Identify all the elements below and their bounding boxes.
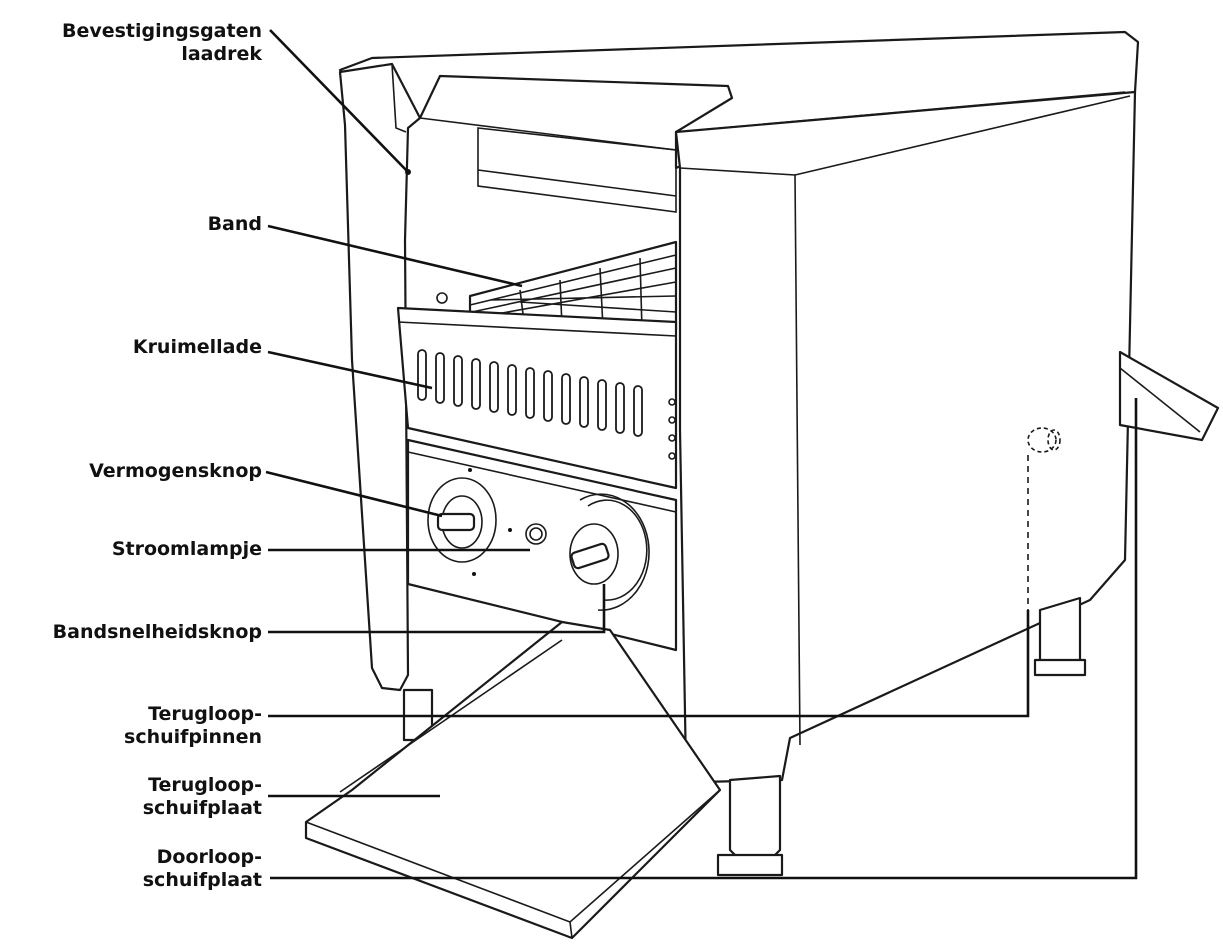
leader-terugloop-pinnen — [268, 610, 1030, 718]
leader-doorloop-plaat — [270, 398, 1138, 880]
label-terugloop-plaat-line1: Terugloop- — [148, 774, 262, 796]
leader-bandsnelheidsknop — [268, 584, 606, 634]
power-knob — [427, 468, 512, 576]
label-doorloop-plaat-line1: Doorloop- — [156, 846, 262, 868]
label-vermogensknop: Vermogensknop — [89, 460, 262, 482]
return-slide-pin — [1027, 427, 1061, 610]
belt-speed-knob — [569, 493, 650, 611]
label-terugloop-plaat: Terugloop- schuifplaat — [20, 774, 262, 820]
toaster-top-opening — [477, 127, 677, 213]
label-terugloop-pinnen: Terugloop- schuifpinnen — [20, 703, 262, 749]
label-kruimellade: Kruimellade — [132, 336, 262, 358]
label-bandsnelheidsknop: Bandsnelheidsknop — [52, 621, 262, 643]
label-bevestigingsgaten-line2: laadrek — [181, 43, 262, 65]
leader-vermogensknop — [265, 470, 443, 518]
label-stroomlampje: Stroomlampje — [111, 538, 262, 560]
toaster-leg-right — [1038, 596, 1082, 670]
toaster-right-side — [674, 90, 1137, 784]
return-slide-plate — [304, 620, 722, 940]
power-light — [525, 523, 547, 545]
label-bevestigingsgaten-line1: Bevestigingsgaten — [61, 20, 262, 42]
label-terugloop-pinnen-line2: schuifpinnen — [124, 726, 262, 748]
label-terugloop-plaat-line2: schuifplaat — [142, 797, 262, 819]
leader-lines — [265, 29, 1138, 880]
label-doorloop-plaat-line2: schuifplaat — [142, 869, 262, 891]
crumb-tray-slots — [417, 349, 643, 437]
leader-kruimellade — [267, 350, 433, 390]
control-panel — [406, 438, 678, 652]
label-terugloop-pinnen-line1: Terugloop- — [148, 703, 262, 725]
leader-bevestigingsgaten — [269, 29, 409, 173]
pass-through-plate — [1118, 350, 1220, 442]
label-doorloop-plaat: Doorloop- schuifplaat — [20, 846, 262, 892]
label-bevestigingsgaten: Bevestigingsgaten laadrek — [20, 20, 262, 66]
toaster-leg-front — [728, 774, 782, 860]
leader-band — [267, 224, 523, 288]
label-band: Band — [207, 213, 262, 235]
